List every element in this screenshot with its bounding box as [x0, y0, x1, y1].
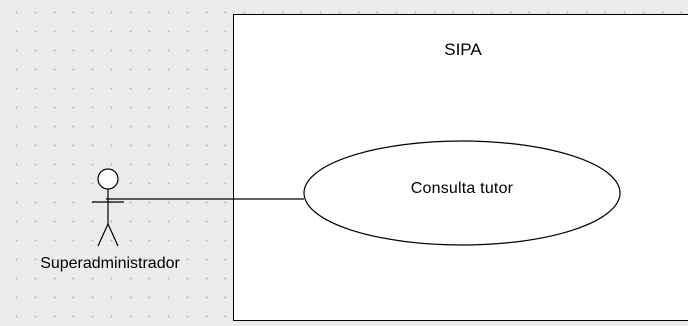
actor-name-label: Superadministrador: [40, 255, 180, 272]
actor-left-leg: [97, 223, 109, 247]
actor-figure[interactable]: [92, 168, 124, 247]
use-case-ellipse[interactable]: [303, 140, 621, 246]
system-title: SIPA: [444, 40, 482, 59]
actor-head: [97, 168, 119, 190]
actor-right-leg: [107, 223, 119, 247]
use-case-label: Consulta tutor: [410, 180, 514, 197]
